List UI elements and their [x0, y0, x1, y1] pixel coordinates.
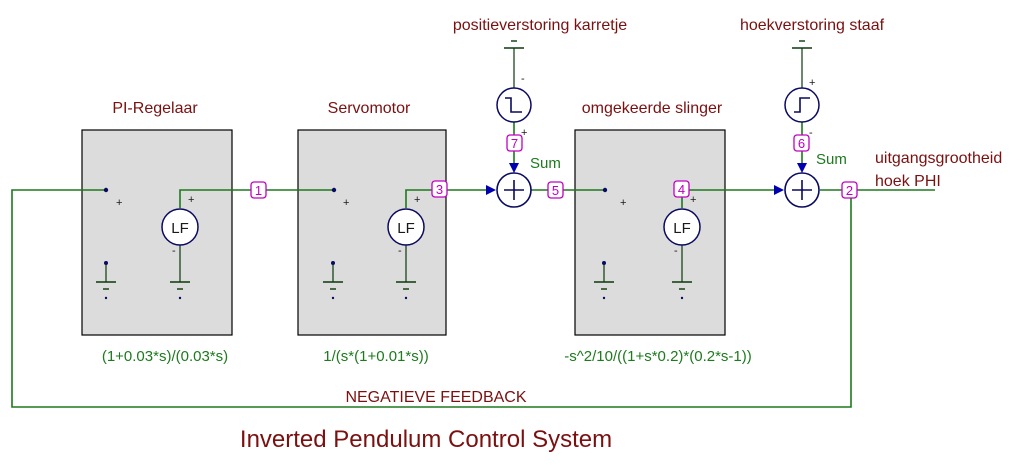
node-marker-6[interactable]: 6	[793, 134, 810, 152]
node-marker-2[interactable]: 2	[841, 181, 858, 199]
pi-controller-block[interactable]	[81, 129, 233, 336]
sum-junction-1	[496, 172, 532, 208]
output-label-line1: uitgangsgrootheid	[875, 150, 1002, 167]
pendulum-block[interactable]	[574, 129, 726, 336]
step-source-rod	[784, 87, 820, 123]
arrow-heads	[486, 163, 807, 195]
arrow-into-sum2	[774, 185, 784, 195]
ground-symbols	[96, 40, 812, 290]
rod-disturbance-label: hoekverstoring staaf	[740, 17, 885, 34]
node-marker-7[interactable]: 7	[506, 134, 523, 152]
svg-text:-: -	[809, 127, 813, 139]
sum-junction-2	[784, 172, 820, 208]
svg-text:-: -	[172, 245, 176, 257]
signal-wires	[11, 120, 935, 408]
node-marker-5[interactable]: 5	[547, 181, 564, 199]
pi-transfer-function: (1+0.03*s)/(0.03*s)	[102, 348, 228, 365]
wire-node-3	[405, 189, 490, 208]
svg-text:6: 6	[798, 136, 805, 151]
node-marker-4[interactable]: 4	[673, 180, 690, 198]
svg-text:+: +	[521, 127, 527, 139]
node-marker-3[interactable]: 3	[431, 180, 448, 198]
cart-disturbance-label: positieverstoring karretje	[453, 17, 627, 34]
output-label-line2: hoek PHI	[875, 173, 941, 190]
sum2-label: Sum	[816, 151, 847, 168]
svg-text:-: -	[521, 73, 525, 85]
diagram-title: Inverted Pendulum Control System	[240, 426, 612, 453]
internal-wires	[105, 48, 803, 282]
feedback-label: NEGATIEVE FEEDBACK	[345, 389, 526, 406]
svg-text:-: -	[674, 245, 678, 257]
svg-text:+: +	[809, 77, 815, 89]
lf-label: LF	[673, 220, 691, 237]
svg-text:+: +	[414, 194, 420, 206]
arrow-down-sum2	[797, 163, 807, 173]
arrow-down-sum1	[509, 163, 519, 173]
step-source-cart	[496, 87, 532, 123]
lf-label: LF	[397, 220, 415, 237]
svg-text:+: +	[343, 197, 349, 209]
svg-text:2: 2	[846, 183, 853, 198]
svg-text:3: 3	[436, 182, 443, 197]
sum1-label: Sum	[530, 155, 561, 172]
svg-text:7: 7	[511, 136, 518, 151]
polarity-marks: + + + + + + - - - - + + -	[116, 73, 815, 257]
wire-node-1	[179, 189, 334, 208]
step-down-icon	[505, 97, 522, 113]
step-up-icon	[794, 97, 810, 113]
pin-dots	[103, 187, 684, 300]
pendulum-title: omgekeerde slinger	[582, 100, 723, 117]
lf-source-pendulum: LF	[663, 208, 701, 246]
feedback-wire	[11, 189, 852, 408]
lf-label: LF	[171, 220, 189, 237]
svg-text:+: +	[188, 194, 194, 206]
pendulum-transfer-function: -s^2/10/((1+s*0.2)*(0.2*s-1))	[564, 348, 752, 365]
pi-controller-title: PI-Regelaar	[112, 100, 198, 117]
servo-transfer-function: 1/(s*(1+0.01*s))	[323, 348, 428, 365]
svg-text:-: -	[398, 245, 402, 257]
svg-text:+: +	[620, 197, 626, 209]
lf-source-servo: LF	[387, 208, 425, 246]
svg-text:+: +	[690, 194, 696, 206]
svg-text:4: 4	[678, 182, 685, 197]
svg-text:+: +	[116, 197, 122, 209]
svg-text:1: 1	[255, 183, 262, 198]
arrow-into-sum1	[486, 185, 496, 195]
servomotor-title: Servomotor	[328, 100, 411, 117]
node-markers: 1 3 5 7 4 6 2	[250, 134, 858, 199]
lf-source-pi: LF	[161, 208, 199, 246]
node-marker-1[interactable]: 1	[250, 181, 267, 199]
svg-text:5: 5	[552, 183, 559, 198]
